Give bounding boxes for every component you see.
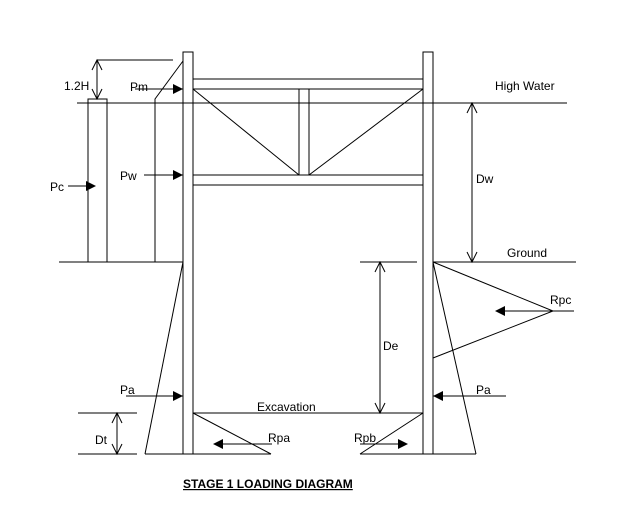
rpc-arrowhead-icon	[495, 306, 505, 316]
h12-label: 1.2H	[64, 79, 89, 93]
h12-arrow-down-icon	[91, 88, 103, 101]
water-pressure-diagram	[154, 60, 184, 262]
rpb-arrowhead-icon	[398, 439, 408, 449]
left-sheet-pile	[182, 51, 194, 455]
upper-strut	[192, 78, 424, 90]
excavation-label: Excavation	[257, 400, 316, 414]
brace-right	[308, 88, 424, 176]
pa-left-arrowhead-icon	[173, 391, 183, 401]
ground-label: Ground	[507, 246, 547, 260]
dt-arrow-up-icon	[111, 411, 123, 424]
de-label: De	[383, 339, 399, 353]
pw-label: Pw	[120, 169, 137, 183]
de-arrow-up-icon	[374, 260, 386, 273]
rpb-label: Rpb	[354, 431, 376, 445]
strut-post	[298, 88, 310, 176]
right-sheet-pile	[422, 51, 434, 455]
pc-label: Pc	[50, 180, 64, 194]
pa-right-arrowhead-icon	[433, 391, 443, 401]
dw-arrow-up-icon	[466, 101, 478, 114]
brace-left	[192, 88, 300, 176]
rpa-arrowhead-icon	[213, 439, 223, 449]
dt-arrow-down-icon	[111, 443, 123, 456]
de-arrow-down-icon	[374, 402, 386, 415]
lower-strut	[192, 174, 424, 186]
dw-arrow-down-icon	[466, 251, 478, 264]
pm-label: Pm	[130, 80, 148, 94]
pm-arrowhead-icon	[173, 84, 183, 94]
pa-left-label: Pa	[120, 383, 135, 397]
rpc-label: Rpc	[550, 293, 571, 307]
left-active-pressure-line	[144, 261, 184, 455]
rpb-pressure-line	[359, 412, 424, 455]
current-load-diagram	[87, 98, 108, 263]
h12-arrow-up-icon	[91, 58, 103, 71]
pc-arrowhead-icon	[86, 181, 96, 191]
pa-right-label: Pa	[476, 383, 491, 397]
rpa-label: Rpa	[268, 431, 290, 445]
right-active-pressure-line	[432, 261, 477, 455]
high-water-label: High Water	[495, 79, 555, 93]
dw-label: Dw	[476, 172, 494, 186]
dt-label: Dt	[95, 433, 108, 447]
rpa-pressure-line	[192, 412, 272, 455]
pw-arrowhead-icon	[173, 170, 183, 180]
diagram-title: STAGE 1 LOADING DIAGRAM	[183, 477, 353, 491]
